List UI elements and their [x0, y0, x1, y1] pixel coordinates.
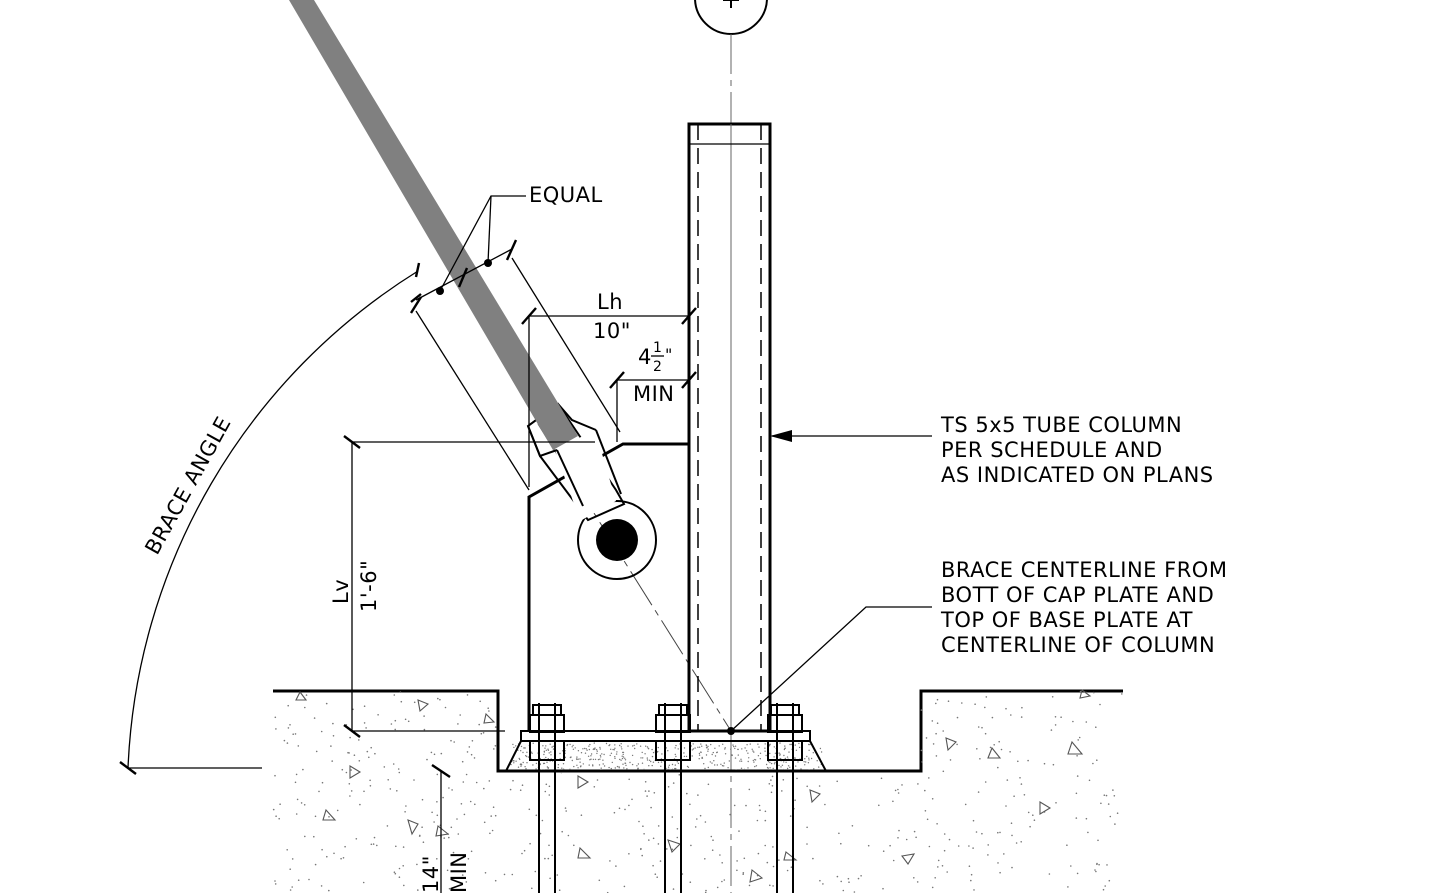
min-inch-mark: "	[665, 345, 673, 364]
column-grid-bubble-icon	[694, 0, 768, 35]
embedment-dimension	[431, 764, 451, 893]
column-note-line-2: PER SCHEDULE AND	[941, 438, 1163, 462]
tube-column	[687, 122, 772, 733]
arrowhead-icon	[770, 430, 792, 442]
lh-label: Lh	[597, 290, 623, 314]
brace-note-leader	[730, 606, 932, 732]
equal-dimension	[409, 195, 621, 491]
min-denominator: 2	[653, 359, 662, 375]
min-dimension	[609, 371, 697, 442]
embedment-min: MIN	[447, 851, 471, 893]
lh-dimension	[521, 307, 697, 487]
column-note-line-1: TS 5x5 TUBE COLUMN	[940, 413, 1182, 437]
clevis-and-pin	[526, 402, 657, 580]
concrete-aggregate-pattern	[295, 689, 1092, 883]
concrete-stipple-pattern	[272, 690, 1123, 893]
brace-centerline-note: BRACE CENTERLINE FROM BOTT OF CAP PLATE …	[940, 558, 1227, 657]
min-word: MIN	[633, 382, 675, 406]
anchor-bolts	[529, 703, 803, 893]
embedment-value: 14"	[419, 855, 443, 893]
min-dimension-text: 4 1 2 " MIN	[633, 340, 675, 406]
lv-dimension	[343, 435, 595, 738]
brace-note-line-2: BOTT OF CAP PLATE AND	[941, 583, 1214, 607]
equal-label: EQUAL	[529, 183, 603, 207]
base-plate	[520, 730, 811, 742]
brace-note-line-1: BRACE CENTERLINE FROM	[941, 558, 1227, 582]
pin-icon	[596, 519, 638, 561]
brace-angle-label: BRACE ANGLE	[140, 412, 235, 558]
lh-value: 10"	[593, 319, 631, 343]
brace-member	[289, 0, 578, 450]
column-note-line-3: AS INDICATED ON PLANS	[941, 463, 1214, 487]
brace-angle-dimension	[119, 270, 419, 775]
lv-value: 1'-6"	[357, 560, 381, 612]
lv-label: Lv	[329, 579, 353, 604]
anchor-bolt-center	[655, 703, 691, 893]
column-note: TS 5x5 TUBE COLUMN PER SCHEDULE AND AS I…	[940, 413, 1214, 487]
column-note-leader	[770, 430, 932, 442]
brace-note-line-4: CENTERLINE OF COLUMN	[941, 633, 1215, 657]
brace-note-line-3: TOP OF BASE PLATE AT	[940, 608, 1193, 632]
min-numerator: 1	[653, 340, 662, 356]
min-whole: 4	[638, 345, 652, 369]
